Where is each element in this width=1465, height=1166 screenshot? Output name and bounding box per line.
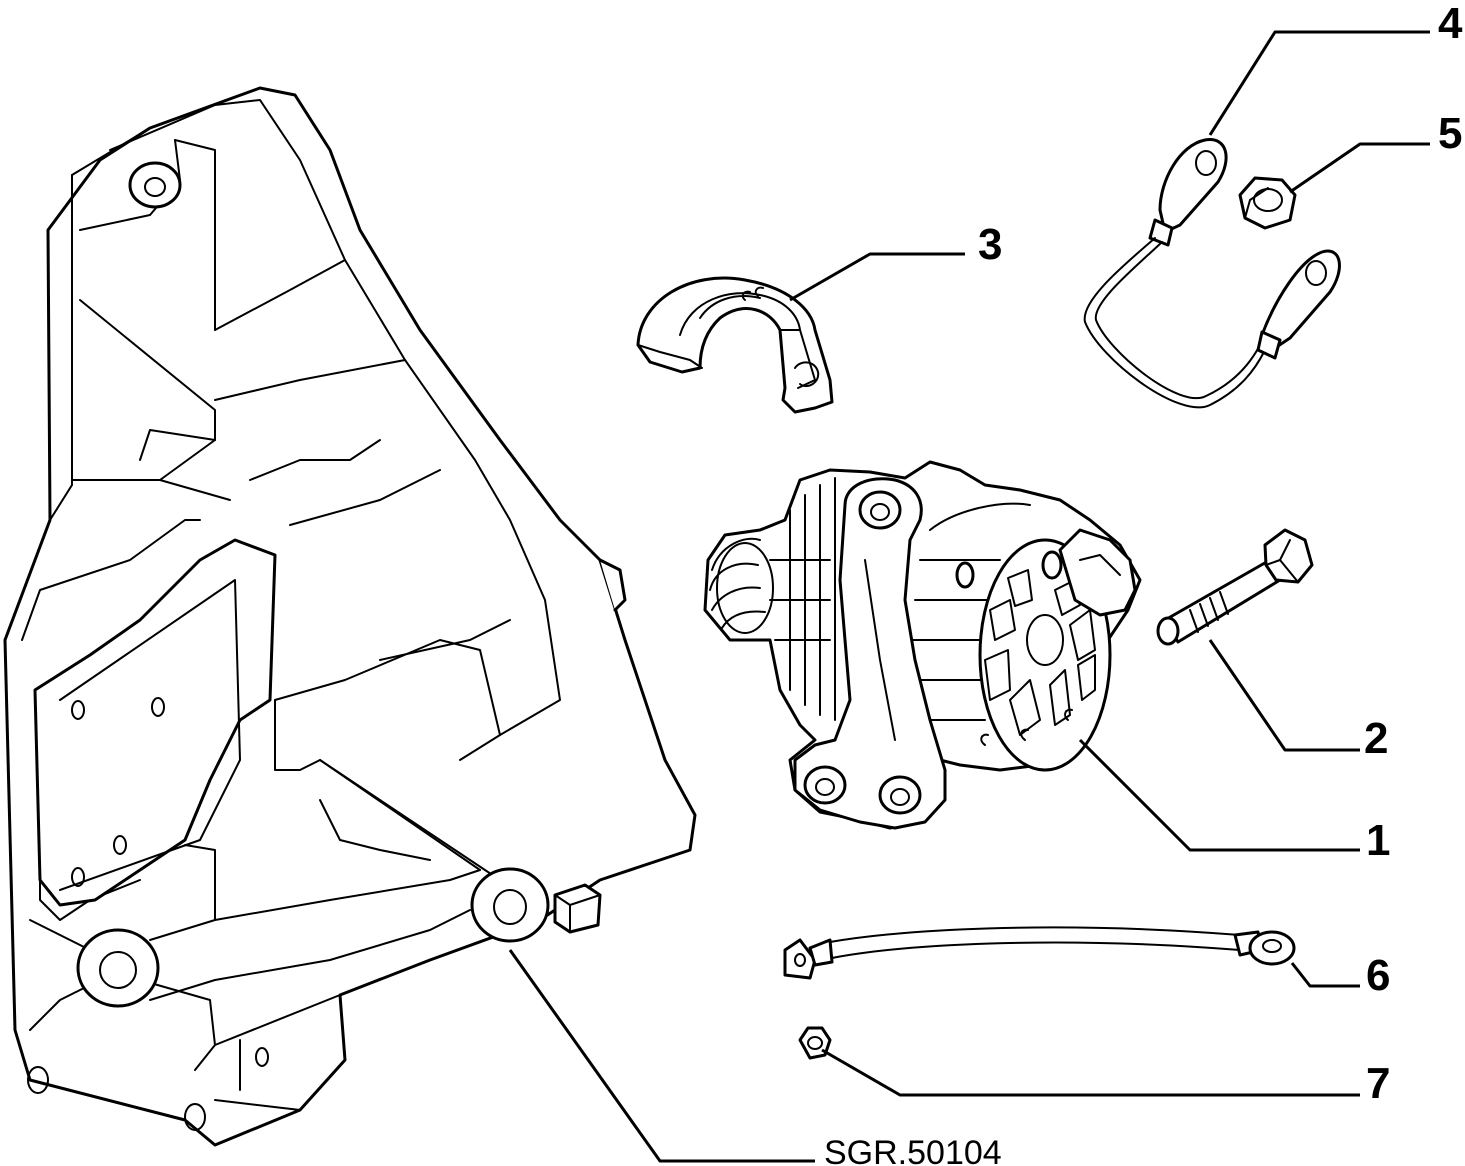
alternator: [703, 460, 1142, 830]
leader-line-5: [1289, 142, 1430, 194]
callout-6: 6: [1366, 951, 1390, 1000]
callouts: 4 5 3 2 1 6 7 SGR.50104: [824, 0, 1463, 1166]
bolt: [1156, 528, 1314, 646]
callout-7: 7: [1366, 1059, 1390, 1108]
callout-1: 1: [1366, 816, 1390, 865]
callout-5: 5: [1438, 109, 1462, 158]
leader-lines: [508, 30, 1430, 1163]
callout-2: 2: [1364, 714, 1388, 763]
leader-line-2: [1208, 639, 1360, 752]
leader-line-1: [1078, 738, 1360, 852]
callout-4: 4: [1438, 0, 1463, 48]
bracket-clamp: [636, 276, 834, 414]
rear-cover-vents: [984, 569, 1096, 736]
nut-upper: [1238, 176, 1297, 230]
ground-cable: [1083, 138, 1341, 409]
mounting-bracket: [3, 86, 697, 1147]
leader-line-4: [1208, 30, 1430, 136]
callout-3: 3: [978, 220, 1002, 269]
leader-line-7: [821, 1048, 1360, 1097]
plate-bolt-holes: [71, 697, 165, 887]
leader-line-ref: [508, 949, 815, 1163]
bracket-holes: [27, 161, 550, 1131]
reference-code: SGR.50104: [824, 1134, 1002, 1166]
ground-strap: [783, 926, 1296, 980]
leader-line-3: [789, 252, 965, 302]
leader-line-6: [1290, 962, 1360, 988]
